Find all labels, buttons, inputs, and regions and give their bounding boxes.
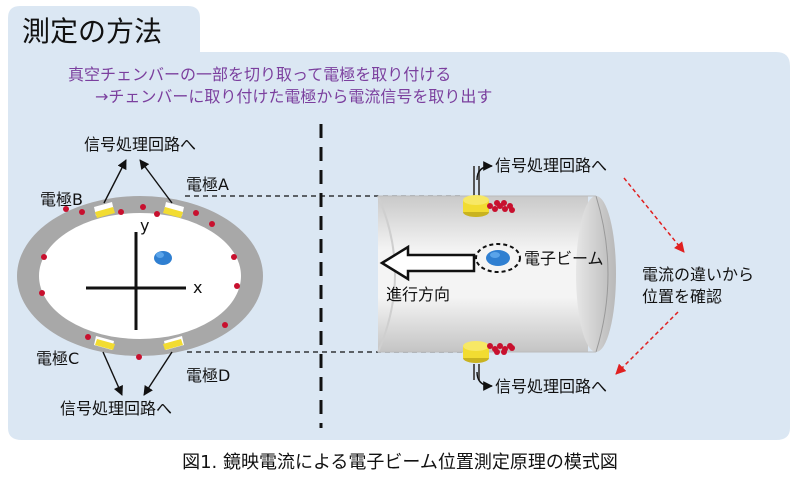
mirror-charge: [41, 254, 47, 260]
mirror-charge: [501, 349, 507, 355]
mirror-charge: [39, 290, 45, 296]
axis-x-label: x: [193, 278, 202, 297]
figure-caption: 図1. 鏡映電流による電子ビーム位置測定原理の模式図: [182, 452, 618, 473]
mirror-charge: [85, 334, 91, 340]
mirror-charge: [501, 200, 507, 206]
mirror-charge: [63, 206, 69, 212]
mirror-charges: [39, 204, 240, 360]
direction-arrow: [379, 244, 476, 282]
mirror-charge: [494, 200, 500, 206]
mirror-charge: [231, 254, 237, 260]
beam-cross-section: [154, 251, 172, 265]
mirror-charge: [193, 210, 199, 216]
mirror-charge: [222, 322, 228, 328]
electrode-d: [163, 336, 184, 350]
pipe-mirror-charges: [487, 200, 515, 355]
mirror-charge: [487, 343, 493, 349]
mirror-charge: [492, 206, 498, 212]
electrode-a: [163, 202, 184, 218]
mirror-charge: [509, 207, 515, 213]
arrow-to-signal-from-d: [143, 351, 173, 396]
electrode-c: [94, 336, 115, 350]
electrode-a-label: 電極A: [186, 175, 229, 194]
arrow-bottom-right-signal: [476, 371, 493, 391]
mirror-charge: [234, 283, 240, 289]
red-arrow-upper: [623, 177, 685, 253]
mirror-charge: [140, 204, 146, 210]
signal-label-bottom-right: 信号処理回路へ: [495, 377, 607, 396]
beam-label: 電子ビーム: [524, 249, 604, 268]
signal-label-top-right: 信号処理回路へ: [495, 156, 607, 175]
mirror-charge: [118, 209, 124, 215]
current-diff-line-2: 位置を確認: [642, 287, 722, 306]
arrow-to-signal-from-b: [103, 159, 127, 204]
red-arrow-lower: [615, 311, 679, 375]
mirror-charge: [497, 343, 503, 349]
electrode-c-label: 電極C: [36, 349, 79, 368]
pipe-electrode-top: [463, 166, 489, 217]
vacuum-chamber-pipe: [377, 195, 616, 353]
chamber-cross-section: [17, 196, 263, 356]
arrow-to-signal-from-c: [102, 351, 123, 396]
mirror-charge: [79, 209, 85, 215]
mirror-charge: [209, 221, 215, 227]
current-diff-line-1: 電流の違いから: [642, 265, 754, 284]
mirror-charge: [154, 211, 160, 217]
direction-label: 進行方向: [386, 285, 450, 304]
mirror-charge: [136, 354, 142, 360]
intro-line-1: 真空チェンバーの一部を切り取って電極を取り付ける: [68, 65, 451, 84]
electrode-d-label: 電極D: [186, 366, 230, 385]
electrode-b: [94, 202, 115, 218]
intro-line-2: →チェンバーに取り付けた電極から電流信号を取り出す: [95, 87, 492, 106]
arrow-to-signal-from-a: [139, 159, 173, 204]
signal-label-top-left: 信号処理回路へ: [84, 135, 196, 154]
mirror-charge: [509, 345, 515, 351]
mirror-charge: [494, 349, 500, 355]
signal-label-bottom-left: 信号処理回路へ: [60, 399, 172, 418]
axis-y-label: y: [140, 216, 149, 235]
electrode-b-label: 電極B: [40, 190, 83, 209]
arrow-top-right-signal: [476, 161, 493, 181]
mirror-charge: [502, 206, 508, 212]
pipe-electrode-bottom: [463, 341, 489, 380]
mirror-charge: [487, 203, 493, 209]
page-title: 測定の方法: [22, 15, 162, 48]
beam-side-view: [475, 243, 521, 273]
